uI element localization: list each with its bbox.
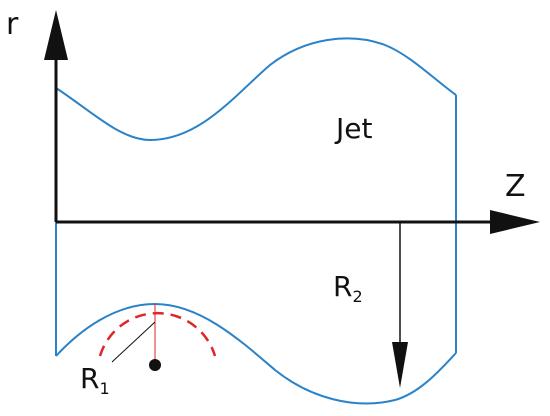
r1-label-sub: 1: [99, 379, 109, 398]
curvature-center-dot: [149, 359, 161, 371]
jet-lower-surface: [55, 302, 457, 405]
curvature-circle-arc: [98, 311, 217, 357]
z-axis: [56, 210, 540, 234]
r2-label-sub: 2: [352, 287, 362, 306]
curvature-circle-r1: [98, 304, 217, 371]
r2-arrow: [392, 222, 408, 388]
r-axis-label: r: [6, 7, 19, 42]
r1-label-main: R: [80, 362, 99, 395]
r2-label: R2: [333, 270, 363, 306]
jet-upper-surface: [55, 37, 457, 142]
jet-label: Jet: [334, 112, 372, 145]
r1-label: R1: [80, 362, 110, 398]
r-axis: [44, 10, 68, 222]
r-axis-arrowhead: [44, 10, 68, 60]
r1-leader-line: [111, 321, 156, 363]
z-axis-arrowhead: [490, 210, 540, 234]
r2-arrowhead: [392, 342, 408, 388]
z-axis-label: Z: [505, 169, 526, 204]
r2-label-main: R: [333, 270, 352, 303]
